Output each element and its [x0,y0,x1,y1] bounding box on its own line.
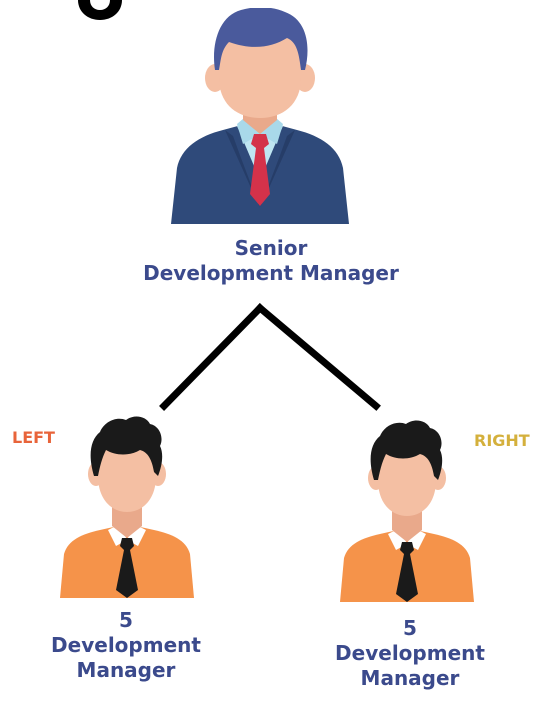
partial-shape-icon [78,0,122,20]
connector-left-line [159,303,265,411]
left-manager-label-line2: Manager [76,658,176,682]
left-side-label: LEFT [12,428,55,447]
left-manager-count: 5 [119,608,133,632]
senior-manager-label-line1: Senior [234,236,308,260]
senior-manager-icon [171,8,349,224]
right-manager-label-line2: Manager [360,666,460,690]
connector-right-line [255,303,381,411]
right-manager-count: 5 [403,616,417,640]
senior-manager-label: Senior Development Manager [0,236,542,286]
left-manager-label-line1: Development [51,633,201,657]
left-manager-label: 5 Development Manager [18,608,234,683]
left-manager-icon [60,416,194,598]
right-side-label: RIGHT [474,431,530,450]
right-manager-label: 5 Development Manager [304,616,516,691]
right-manager-icon [340,420,474,602]
right-manager-label-line1: Development [335,641,485,665]
senior-manager-label-line2: Development Manager [143,261,399,285]
